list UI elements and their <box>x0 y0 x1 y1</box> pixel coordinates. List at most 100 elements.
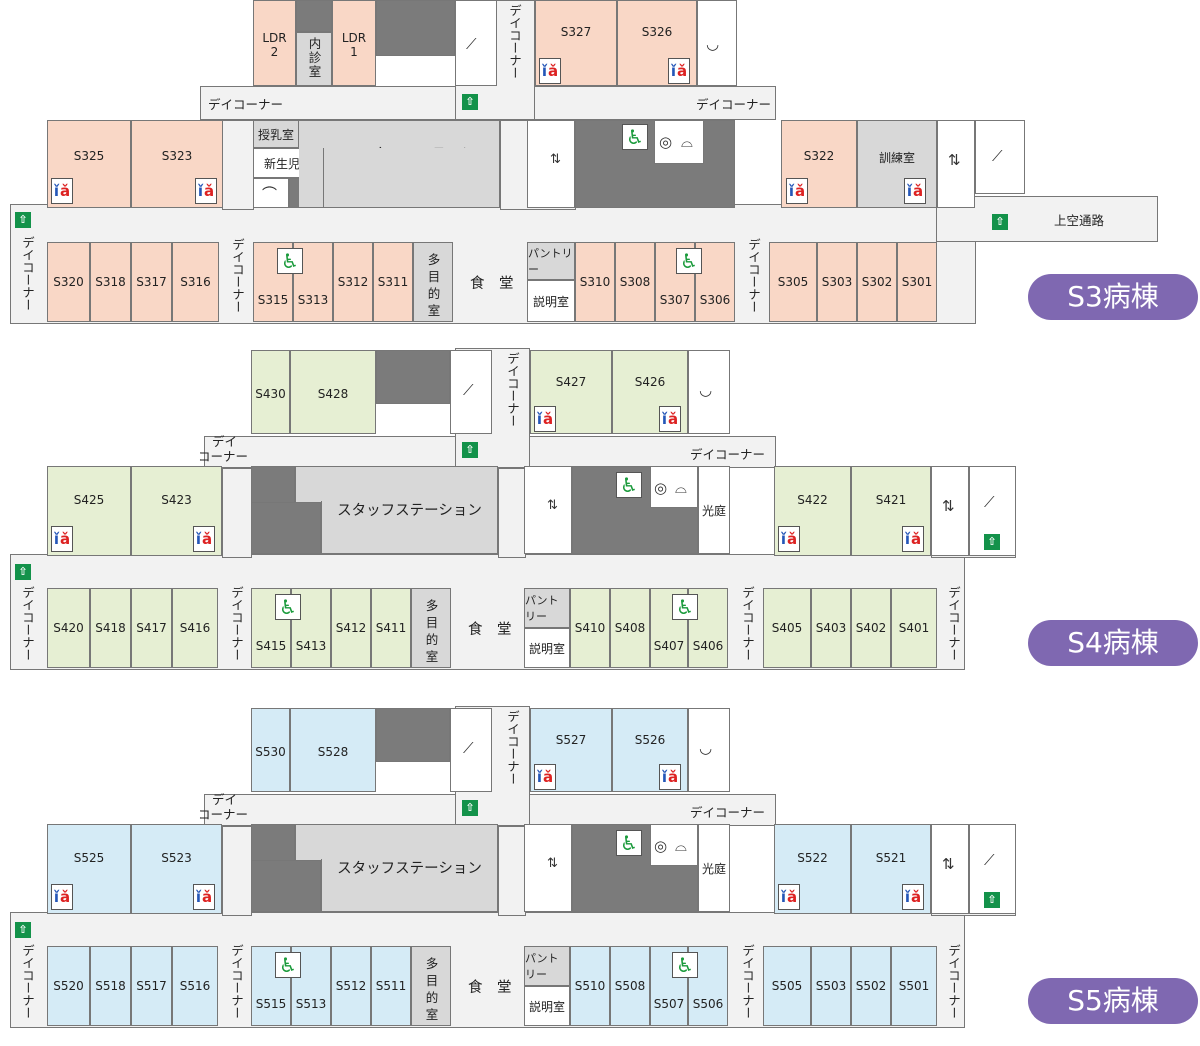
room-label: S411 <box>375 621 407 635</box>
room-s527[interactable]: S527 <box>530 708 612 792</box>
room-s316[interactable]: S316 <box>172 242 219 322</box>
pantry-room[interactable]: パントリー <box>524 946 570 986</box>
multipurpose-room[interactable]: 多目的室 <box>413 242 453 322</box>
dining-label: 食 堂 <box>470 276 514 292</box>
dining-label: 食 堂 <box>468 980 512 996</box>
day-corner-label: デイコーナー <box>230 238 245 313</box>
room-s311[interactable]: S311 <box>373 242 413 322</box>
room-label: S526 <box>634 733 666 747</box>
room-s427[interactable]: S427 <box>530 350 612 434</box>
pantry-room[interactable]: パントリー <box>527 242 575 280</box>
room-s318[interactable]: S318 <box>90 242 131 322</box>
room-s415[interactable]: S415 <box>251 588 291 668</box>
room-s425[interactable]: S425 <box>47 466 131 556</box>
room-s528[interactable]: S528 <box>290 708 376 792</box>
room-s428[interactable]: S428 <box>290 350 376 434</box>
room-label: S423 <box>161 493 192 507</box>
explanation-room[interactable]: 説明室 <box>524 628 570 668</box>
room-s516[interactable]: S516 <box>172 946 218 1026</box>
room-s308[interactable]: S308 <box>615 242 655 322</box>
room-s418[interactable]: S418 <box>90 588 131 668</box>
room-s411[interactable]: S411 <box>371 588 411 668</box>
room-label: S315 <box>257 293 289 307</box>
room-s301[interactable]: S301 <box>897 242 937 322</box>
room-label: S307 <box>659 293 691 307</box>
day-corner-label: デイコーナー <box>690 805 766 820</box>
room-s503[interactable]: S503 <box>811 946 851 1026</box>
room-label: S428 <box>317 387 349 401</box>
room-s302[interactable]: S302 <box>857 242 897 322</box>
room-s401[interactable]: S401 <box>891 588 937 668</box>
room-label: 授乳室 <box>257 127 294 142</box>
explanation-room[interactable]: 説明室 <box>524 986 570 1026</box>
room-s317[interactable]: S317 <box>131 242 172 322</box>
room-s507[interactable]: S507 <box>650 946 688 1026</box>
room-s501[interactable]: S501 <box>891 946 937 1026</box>
pantry-room[interactable]: パントリー <box>524 588 570 628</box>
room-label: 説明室 <box>532 294 569 309</box>
baby-bath-icon: ⌓ <box>675 837 687 855</box>
room-s502[interactable]: S502 <box>851 946 891 1026</box>
multipurpose-room[interactable]: 多目的室 <box>411 946 451 1026</box>
room-s407[interactable]: S407 <box>650 588 688 668</box>
room-s521[interactable]: S521 <box>851 824 931 914</box>
room-label: パントリー <box>525 594 559 623</box>
room-s410[interactable]: S410 <box>570 588 610 668</box>
room-s505[interactable]: S505 <box>763 946 811 1026</box>
room-s510[interactable]: S510 <box>570 946 610 1026</box>
multipurpose-room[interactable]: 多目的室 <box>411 588 451 668</box>
room-s327[interactable]: S327 <box>535 0 617 86</box>
room-s511[interactable]: S511 <box>371 946 411 1026</box>
explanation-room[interactable]: 説明室 <box>527 280 575 322</box>
room-s420[interactable]: S420 <box>47 588 90 668</box>
room-s512[interactable]: S512 <box>331 946 371 1026</box>
room-s508[interactable]: S508 <box>610 946 650 1026</box>
dark-block <box>296 0 332 32</box>
room-s416[interactable]: S416 <box>172 588 218 668</box>
baby-bath-icon: ⌓ <box>675 479 687 497</box>
staff-station[interactable] <box>295 824 498 860</box>
room-s305[interactable]: S305 <box>769 242 817 322</box>
room-label: S306 <box>699 293 731 307</box>
room-s421[interactable]: S421 <box>851 466 931 556</box>
room-s530[interactable]: S530 <box>251 708 290 792</box>
room-label: S312 <box>337 275 369 289</box>
room-label: S517 <box>136 979 167 993</box>
ward-badge: S3病棟 <box>1028 274 1198 320</box>
room-s323[interactable]: S323 <box>131 120 223 208</box>
emergency-exit-icon: ⇧ <box>15 564 31 580</box>
room-s417[interactable]: S417 <box>131 588 172 668</box>
room-s430[interactable]: S430 <box>251 350 290 434</box>
room-s312[interactable]: S312 <box>333 242 373 322</box>
room-label: S516 <box>179 979 211 993</box>
room-s310[interactable]: S310 <box>575 242 615 322</box>
room-s405[interactable]: S405 <box>763 588 811 668</box>
day-corner-label: デイコーナー <box>20 236 35 311</box>
emergency-exit-icon: ⇧ <box>15 212 31 228</box>
day-corner-label: デイコーナー <box>198 792 249 822</box>
room-s408[interactable]: S408 <box>610 588 650 668</box>
elevator-icon: ⇅ <box>942 855 955 873</box>
elevator-hall <box>527 120 575 208</box>
room-s413[interactable]: S413 <box>291 588 331 668</box>
stairs-icon: ⟋ <box>463 381 474 399</box>
room-s412[interactable]: S412 <box>331 588 371 668</box>
room-s402[interactable]: S402 <box>851 588 891 668</box>
dark-block <box>376 708 450 762</box>
day-corner-label: デイコーナー <box>696 97 772 112</box>
room-s403[interactable]: S403 <box>811 588 851 668</box>
nursing-room[interactable]: 授乳室 <box>253 120 299 148</box>
room-s320[interactable]: S320 <box>47 242 90 322</box>
staff-station[interactable] <box>295 466 498 502</box>
room-exam[interactable]: 内診室 <box>296 32 332 86</box>
room-s518[interactable]: S518 <box>90 946 131 1026</box>
room-s517[interactable]: S517 <box>131 946 172 1026</box>
room-s303[interactable]: S303 <box>817 242 857 322</box>
room-s313[interactable]: S313 <box>293 242 333 322</box>
room-s520[interactable]: S520 <box>47 946 90 1026</box>
